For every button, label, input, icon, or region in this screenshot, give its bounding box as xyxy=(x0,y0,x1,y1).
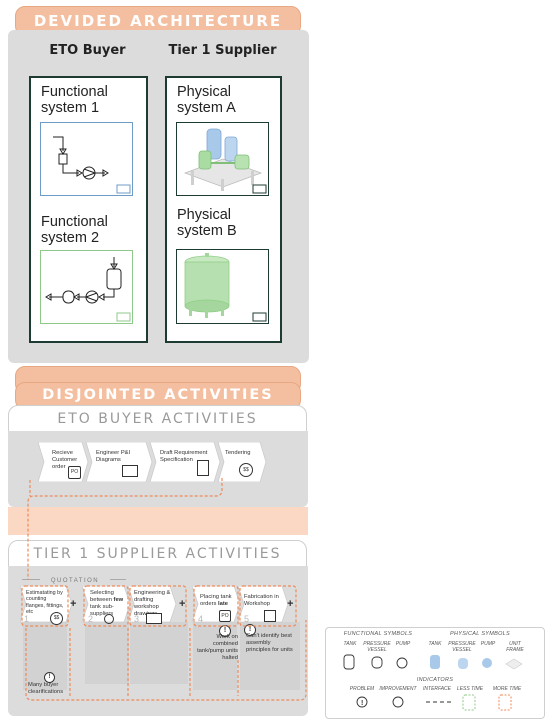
tank-symbol-icon xyxy=(343,654,355,670)
eto-step-2-shape xyxy=(85,442,153,482)
step-4-text-pre: Placing tank orders xyxy=(200,594,232,607)
legend-physical-tank-label: TANK xyxy=(428,641,442,647)
plus-icon-1: + xyxy=(70,598,77,610)
legend-box xyxy=(325,627,545,719)
eto-step-4-shape xyxy=(217,442,267,482)
architecture-title: DEVIDED ARCHITECTURE xyxy=(33,12,283,30)
step-1-number: 1 xyxy=(24,614,30,624)
legend-more-time-label: MORE TIME xyxy=(492,686,522,692)
less-time-indicator-icon xyxy=(462,694,476,711)
eto-step-1-label: Recieve Customer order xyxy=(52,450,78,470)
tier1-supplier-heading: Tier 1 Supplier xyxy=(168,43,277,58)
physical-system-a-title: Physical system A xyxy=(177,84,236,116)
eto-step-3-shape xyxy=(149,442,221,482)
money-icon-quotation: $$ xyxy=(50,612,63,625)
money-icon: $$ xyxy=(239,463,253,477)
tier1-step-4-label: Placing tank orders late xyxy=(200,594,238,608)
legend-tank-label: TANK xyxy=(343,641,357,647)
tier1-step-3-label: Engineering & drafting workshop drawings xyxy=(134,590,171,617)
step-2-column xyxy=(85,622,129,684)
more-time-indicator-icon xyxy=(498,694,512,711)
step-5-number: 5 xyxy=(244,614,250,624)
tier1-step-1-label: Estimatating by counting flanges, fittin… xyxy=(26,590,64,616)
pressure-vessel-symbol-icon xyxy=(371,656,383,669)
improvement-indicator-icon xyxy=(392,696,404,708)
step-2-text-post: tank sub-suppliers xyxy=(90,604,114,617)
functional-system-1-title: Functional system 1 xyxy=(41,84,108,116)
tier1-step-5-label: Fabrication in Workshop xyxy=(244,594,279,607)
tank-physical-icon xyxy=(430,655,440,669)
legend-physical-vessel-label: PRESSURE VESSEL xyxy=(448,641,476,653)
p-and-id-diagram-1 xyxy=(53,136,131,194)
step-4-number: 4 xyxy=(198,614,204,624)
pump-symbol-icon xyxy=(396,657,408,669)
functional-system-1-diagram xyxy=(40,122,133,196)
eto-step-4-label: Tendering xyxy=(225,450,251,456)
legend-interface-label: INTERFACE xyxy=(423,686,451,692)
eto-step-2-label: Engineer P&I Diagrams xyxy=(96,450,131,463)
vessel-physical-icon xyxy=(458,658,468,669)
legend-unit-frame-label: UNIT FRAME xyxy=(506,641,524,653)
step-4-text-bold: late xyxy=(218,601,229,607)
legend-pump-label: PUMP xyxy=(395,641,411,647)
svg-text:!: ! xyxy=(361,700,363,707)
physical-system-b-render xyxy=(176,249,269,324)
peach-band xyxy=(8,507,308,535)
pump-physical-icon xyxy=(482,658,492,668)
step-2-text-bold: few xyxy=(113,597,124,603)
eto-step-3-label: Draft Requirement Specification xyxy=(160,450,208,463)
plus-icon-3: + xyxy=(287,598,294,610)
supplier-person-icon xyxy=(104,614,114,624)
eto-step-1-shape xyxy=(38,442,89,482)
plus-icon-2: + xyxy=(179,598,186,610)
step-3-column xyxy=(130,622,188,684)
eto-buyer-heading: ETO Buyer xyxy=(49,43,126,58)
legend-physical-pump-label: PUMP xyxy=(480,641,496,647)
legend-problem-label: PROBLEM xyxy=(349,686,375,692)
tier1-step-2-label: Selecting between few tank sub-suppliers xyxy=(90,590,130,618)
problem-icon-3: ! xyxy=(44,672,55,683)
purchase-order-icon: PO xyxy=(68,466,81,479)
workshop-drawing-icon xyxy=(146,613,162,624)
quotation-label: QUOTATION xyxy=(40,578,110,585)
eto-chevron-row xyxy=(38,442,267,482)
unit-frame-icon xyxy=(505,658,523,670)
legend-indicator-row: ! xyxy=(356,694,512,711)
drawing-icon xyxy=(122,465,138,477)
legend-physical-heading: PHYSICAL SYMBOLS xyxy=(449,631,511,637)
tier1-activities-label: TIER 1 SUPPLIER ACTIVITIES xyxy=(33,546,282,562)
legend-symbol-row xyxy=(343,654,523,670)
legend-indicators-heading: INDICATORS xyxy=(416,677,454,683)
legend-pressure-vessel-label: PRESSURE VESSEL xyxy=(363,641,391,653)
step-2-number: 2 xyxy=(88,614,94,624)
eto-buyer-activities-heading: ETO BUYER ACTIVITIES xyxy=(8,405,307,433)
tank-pump-unit-illustration xyxy=(183,128,267,194)
eto-buyer-activities-label: ETO BUYER ACTIVITIES xyxy=(57,411,258,427)
step-3-number: 3 xyxy=(134,614,140,624)
functional-system-2-title: Functional system 2 xyxy=(41,214,108,246)
p-and-id-diagram-2 xyxy=(45,257,131,322)
legend-less-time-label: LESS TIME xyxy=(456,686,484,692)
physical-system-a-render xyxy=(176,122,269,196)
legend-functional-heading: FUNCTIONAL SYMBOLS xyxy=(343,631,413,637)
process-flow-dashed-line xyxy=(21,478,307,701)
physical-system-b-title: Physical system B xyxy=(177,207,237,239)
problem-indicator-icon xyxy=(356,696,368,708)
pressure-vessel-illustration xyxy=(184,253,267,322)
legend-improvement-label: IMPROVEMENT xyxy=(379,686,417,692)
problem-icon-2: ! xyxy=(244,624,256,636)
functional-system-2-diagram xyxy=(40,250,133,324)
activities-title: DISJOINTED ACTIVITIES xyxy=(42,387,274,403)
fabrication-icon xyxy=(264,610,276,622)
problem-icon-1: ! xyxy=(219,625,231,637)
step-2-text-pre: Selecting between xyxy=(90,590,114,603)
note-clarifications: Many buyer clearifications xyxy=(28,682,64,695)
note-work-halted: Work on combined tank/pump units halted xyxy=(197,634,238,661)
document-icon xyxy=(197,460,209,476)
purchase-order-icon-late: PO xyxy=(219,610,231,622)
note-assembly: Can't identify best assembly principles … xyxy=(246,633,293,653)
